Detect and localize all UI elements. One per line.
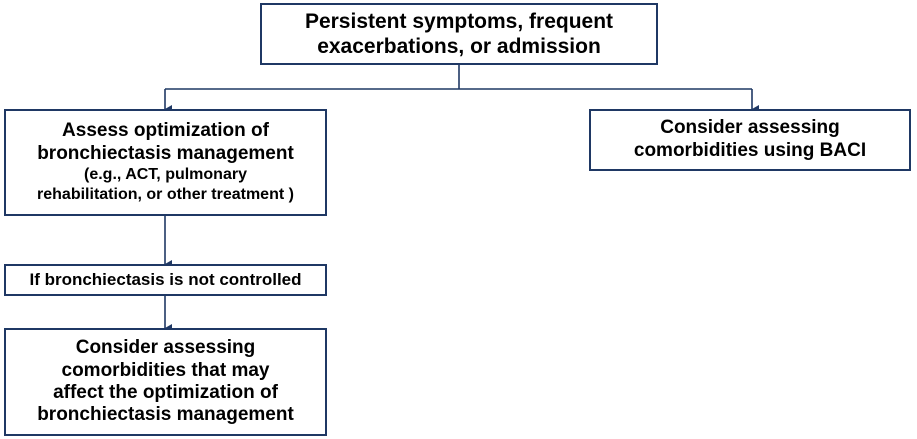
assess-node-title-line-2: bronchiectasis management — [37, 142, 294, 164]
final-node-line-2: comorbidities that may — [61, 359, 270, 381]
final-node-line-1: Consider assessing — [75, 337, 256, 359]
condition-text: If bronchiectasis is not controlled — [29, 269, 302, 289]
start-node-line-1: Persistent symptoms, frequent — [304, 9, 614, 33]
baci-comorbidities-node: Consider assessing comorbidities using B… — [589, 109, 911, 171]
assess-node-detail-line-1: (e.g., ACT, pulmonary — [84, 166, 247, 184]
assess-node-detail-line-2: rehabilitation, or other treatment ) — [37, 186, 294, 204]
baci-node-line-2: comorbidities using BACI — [633, 140, 867, 161]
affecting-comorbidities-node: Consider assessing comorbidities that ma… — [4, 328, 327, 436]
not-controlled-condition-node: If bronchiectasis is not controlled — [4, 264, 327, 296]
assess-node-title-line-1: Assess optimization of — [62, 119, 269, 141]
final-node-line-4: bronchiectasis management — [37, 404, 294, 426]
baci-node-line-1: Consider assessing — [660, 117, 840, 139]
final-node-line-3: affect the optimization of — [53, 382, 278, 403]
start-node: Persistent symptoms, frequent exacerbati… — [260, 3, 658, 65]
assess-optimization-node: Assess optimization of bronchiectasis ma… — [4, 109, 327, 216]
start-node-line-2: exacerbations, or admission — [317, 35, 601, 58]
